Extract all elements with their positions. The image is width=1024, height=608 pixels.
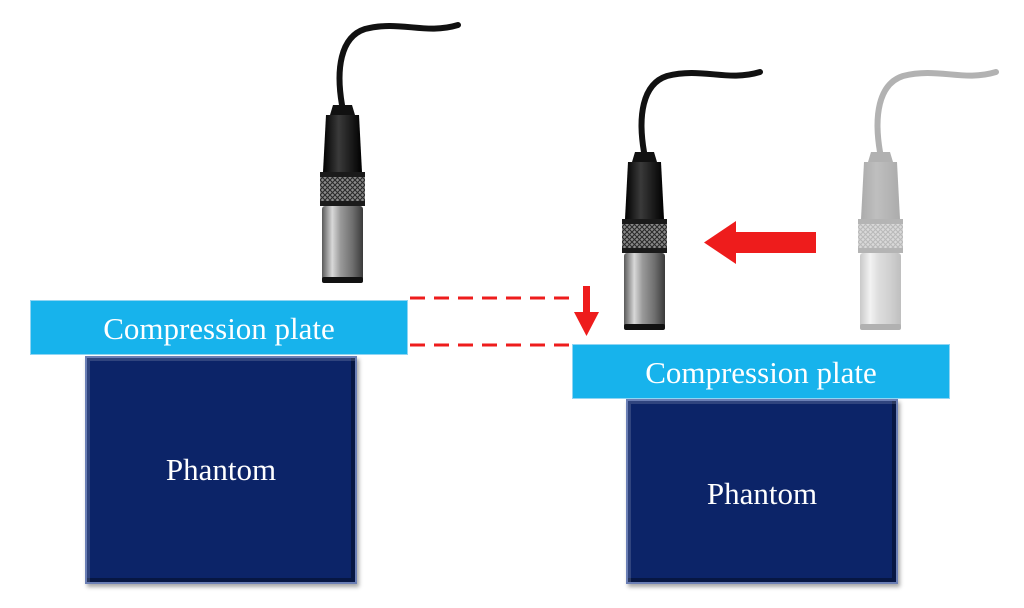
ultrasound-transducer-icon [320,22,461,283]
phantom-right-label: Phantom [706,475,818,511]
ultrasound-transducer-icon [622,69,763,330]
phantom-left-label: Phantom [165,452,277,487]
compression-plate-right-label: Compression plate [645,354,877,390]
phantom-right: Phantom [626,399,898,584]
arrow-down-icon [574,286,599,336]
ultrasound-transducer-ghost-icon [858,69,999,330]
compression-plate-left-label: Compression plate [103,310,335,346]
phantom-left: Phantom [85,356,357,584]
compression-plate-right: Compression plate [572,344,950,399]
arrow-left-icon [704,221,816,264]
compression-plate-left: Compression plate [30,300,408,355]
